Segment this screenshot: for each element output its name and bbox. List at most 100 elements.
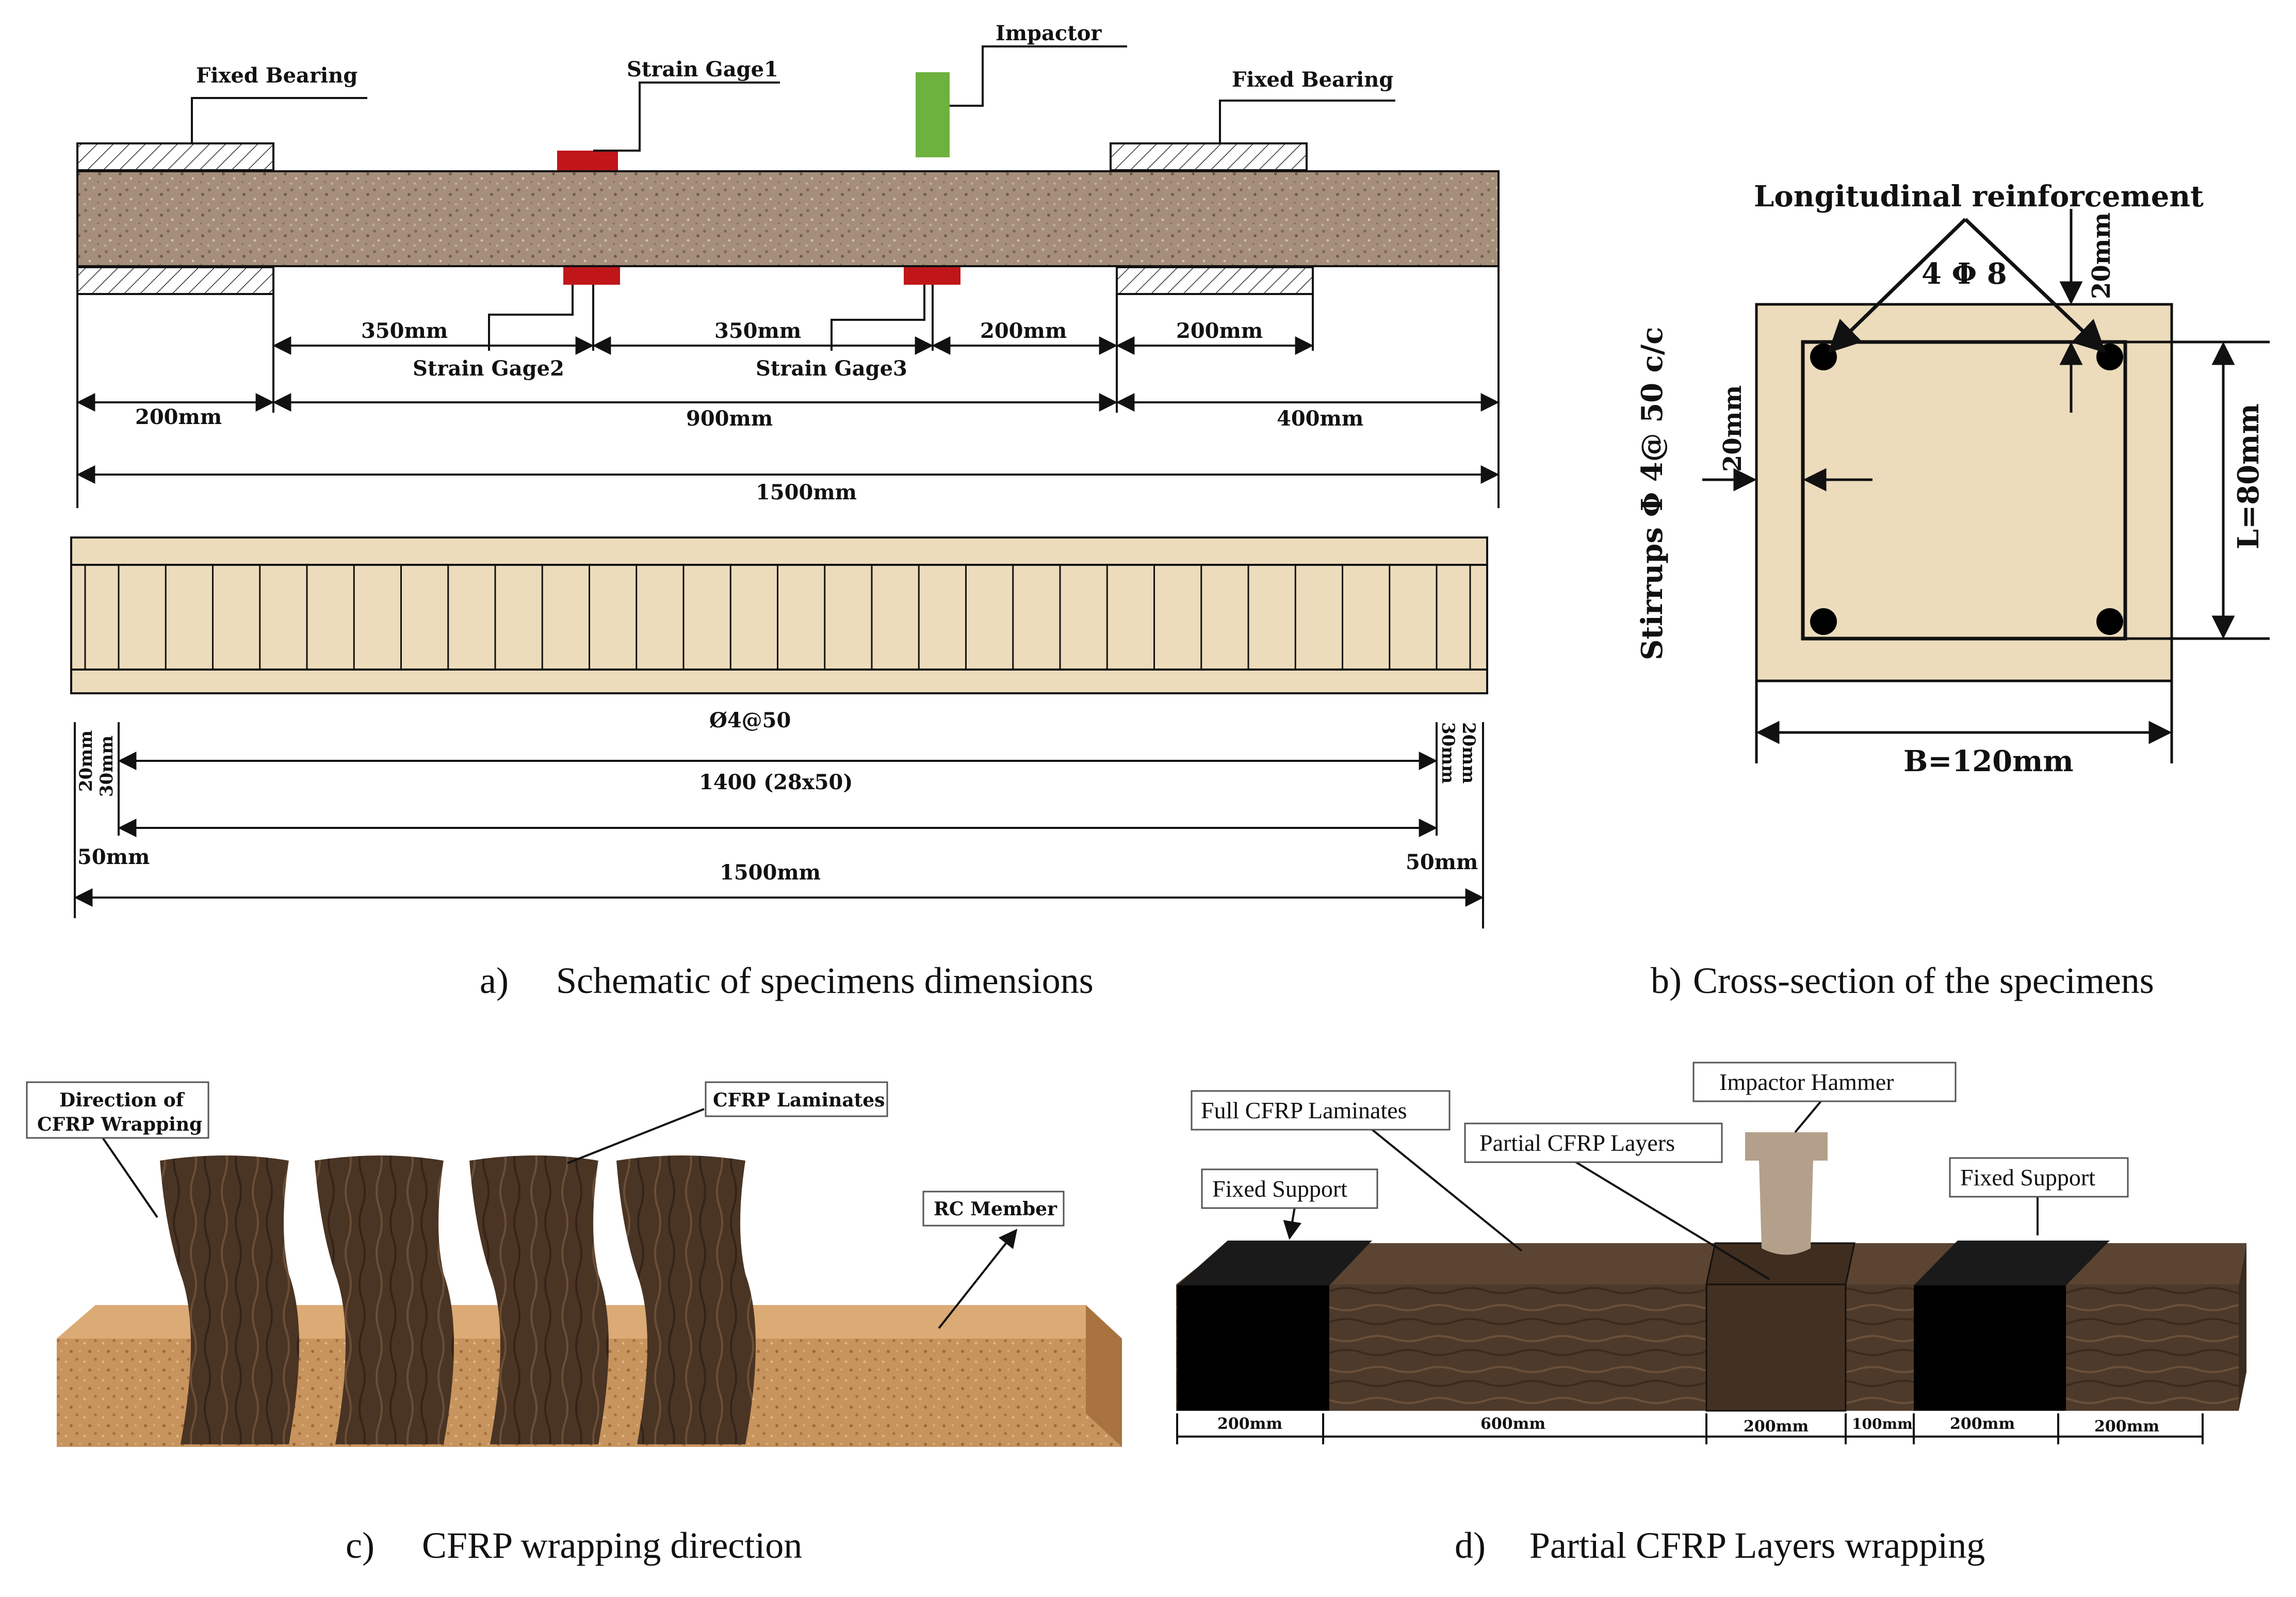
panel-b-cross-section: Longitudinal reinforcement 4 Φ 8 20mm 20… bbox=[1635, 180, 2270, 778]
dim-label-30-right: 30mm bbox=[1438, 722, 1458, 784]
label-bars: 4 Φ 8 bbox=[1922, 257, 2007, 291]
rc-member-side bbox=[1086, 1305, 1122, 1447]
caption-letter-c: c) bbox=[346, 1525, 374, 1566]
label-box-support-right bbox=[1949, 1157, 2129, 1198]
support-left-front bbox=[1177, 1285, 1329, 1411]
label-full: Full CFRP Laminates bbox=[1201, 1097, 1407, 1123]
fixed-bearing-bottom-right bbox=[1116, 266, 1314, 295]
label-box-member bbox=[922, 1191, 1065, 1227]
caption-letter-d: d) bbox=[1455, 1525, 1486, 1566]
leader-direction bbox=[100, 1134, 158, 1218]
dim-label-350-left: 350mm bbox=[361, 319, 448, 343]
fixed-bearing-top-left bbox=[76, 142, 274, 171]
label-member: RC Member bbox=[934, 1198, 1057, 1220]
dim-label-1400: 1400 (28x50) bbox=[699, 770, 853, 794]
dim-label-50-right: 50mm bbox=[1406, 850, 1478, 874]
beam-side bbox=[2239, 1243, 2246, 1411]
label-strain-gage2: Strain Gage2 bbox=[413, 356, 564, 381]
arrow-to-rebar-left bbox=[1828, 218, 1967, 353]
leader-strain-gage1 bbox=[593, 82, 780, 152]
rebar bbox=[2096, 608, 2123, 635]
dim-label-20-left: 20mm bbox=[76, 730, 96, 792]
label-impactor: Impactor bbox=[996, 21, 1102, 45]
panel-c-wrapping: Direction of CFRP Wrapping CFRP Laminate… bbox=[26, 1081, 1122, 1447]
cfrp-wrap bbox=[616, 1155, 756, 1444]
label-box-full bbox=[1191, 1090, 1451, 1131]
strain-gage-1 bbox=[557, 151, 618, 170]
dim-d-200-3: 200mm bbox=[1950, 1415, 2015, 1433]
leader-strain-gage2 bbox=[488, 285, 574, 351]
label-laminates: CFRP Laminates bbox=[713, 1089, 885, 1111]
leader-support-left bbox=[1283, 1207, 1302, 1240]
caption-letter-a: a) bbox=[480, 960, 509, 1001]
dim-label-200-right: 200mm bbox=[1176, 319, 1263, 343]
label-width: B=120mm bbox=[1903, 744, 2074, 778]
caption-letter-b: b) bbox=[1651, 960, 1682, 1001]
impactor bbox=[916, 72, 950, 157]
caption-b: Cross-section of the specimens bbox=[1693, 960, 2154, 1001]
rebar bbox=[1810, 608, 1837, 635]
dim-label-1500-lower: 1500mm bbox=[720, 860, 821, 885]
label-fixed-bearing-right: Fixed Bearing bbox=[1232, 68, 1393, 92]
panel-a-reinforcement: Ø4@50 1400 (28x50) 1500mm 50mm 50mm 20mm… bbox=[70, 536, 1488, 928]
stirrup-lines bbox=[84, 565, 1471, 670]
caption-c: CFRP wrapping direction bbox=[422, 1525, 802, 1566]
label-hammer: Impactor Hammer bbox=[1719, 1069, 1894, 1095]
label-cover-top: 20mm bbox=[2087, 213, 2116, 299]
label-height: L=80mm bbox=[2232, 403, 2266, 549]
dim-d-200-4: 200mm bbox=[2094, 1417, 2159, 1436]
dim-label-900: 900mm bbox=[686, 406, 773, 431]
support-left-top bbox=[1177, 1241, 1372, 1285]
arrow-to-rebar-right bbox=[1964, 218, 2106, 353]
stirrup-outline bbox=[1801, 340, 2127, 641]
leader-laminates bbox=[567, 1108, 705, 1164]
label-stirrups: Stirrups Φ 4@ 50 c/c bbox=[1635, 327, 1669, 660]
label-box-hammer bbox=[1692, 1062, 1957, 1102]
dim-label-200-mid: 200mm bbox=[980, 319, 1067, 343]
label-partial: Partial CFRP Layers bbox=[1479, 1130, 1675, 1156]
caption-a: Schematic of specimens dimensions bbox=[556, 960, 1094, 1001]
support-right-front bbox=[1914, 1285, 2066, 1411]
label-direction: Direction of bbox=[59, 1089, 185, 1111]
fixed-bearing-bottom-left bbox=[76, 266, 274, 295]
cfrp-wraps bbox=[160, 1155, 756, 1444]
label-direction-2: CFRP Wrapping bbox=[37, 1114, 202, 1135]
strain-gage-3 bbox=[904, 267, 960, 285]
partial-layer-front bbox=[1705, 1283, 1847, 1412]
leader-hammer bbox=[1794, 1100, 1822, 1133]
cfrp-wrap bbox=[469, 1155, 609, 1444]
dim-label-1500: 1500mm bbox=[756, 480, 857, 504]
cfrp-wrap bbox=[315, 1155, 454, 1444]
panel-d-partial-wrapping: 200mm 600mm 200mm 100mm 200mm 200mm Full… bbox=[1176, 1062, 2246, 1444]
label-cover-side: 20mm bbox=[1718, 385, 1747, 472]
dim-label-400: 400mm bbox=[1277, 406, 1363, 431]
dim-d-600: 600mm bbox=[1480, 1415, 1545, 1433]
label-box-partial bbox=[1464, 1122, 1723, 1163]
leader-member bbox=[938, 1229, 1018, 1329]
label-box-support-left bbox=[1201, 1168, 1378, 1209]
beam-elevation bbox=[76, 170, 1500, 267]
dim-label-200-left: 200mm bbox=[135, 405, 222, 429]
leader-partial bbox=[1572, 1160, 1770, 1280]
label-box-laminates bbox=[705, 1081, 888, 1117]
label-longitudinal: Longitudinal reinforcement bbox=[1754, 180, 2204, 214]
dim-label-20-right: 20mm bbox=[1458, 722, 1479, 784]
leader-full bbox=[1371, 1129, 1523, 1252]
label-fixed-bearing-left: Fixed Bearing bbox=[196, 63, 357, 88]
dim-d-200-1: 200mm bbox=[1217, 1415, 1282, 1433]
cfrp-wrap bbox=[160, 1155, 299, 1444]
label-support-left: Fixed Support bbox=[1212, 1176, 1347, 1202]
leader-fixed-bearing-right bbox=[1219, 100, 1395, 143]
dim-label-350-mid: 350mm bbox=[714, 319, 801, 343]
dim-label-50-left: 50mm bbox=[77, 845, 150, 869]
caption-d: Partial CFRP Layers wrapping bbox=[1529, 1525, 1985, 1566]
dim-label-30-left: 30mm bbox=[96, 736, 117, 797]
dim-d-100: 100mm bbox=[1852, 1415, 1913, 1432]
leader-fixed-bearing-left bbox=[191, 97, 367, 143]
label-strain-gage1: Strain Gage1 bbox=[627, 57, 778, 82]
dim-d-200-2: 200mm bbox=[1744, 1417, 1809, 1436]
label-strain-gage3: Strain Gage3 bbox=[756, 356, 907, 381]
strain-gage-2 bbox=[563, 267, 620, 285]
